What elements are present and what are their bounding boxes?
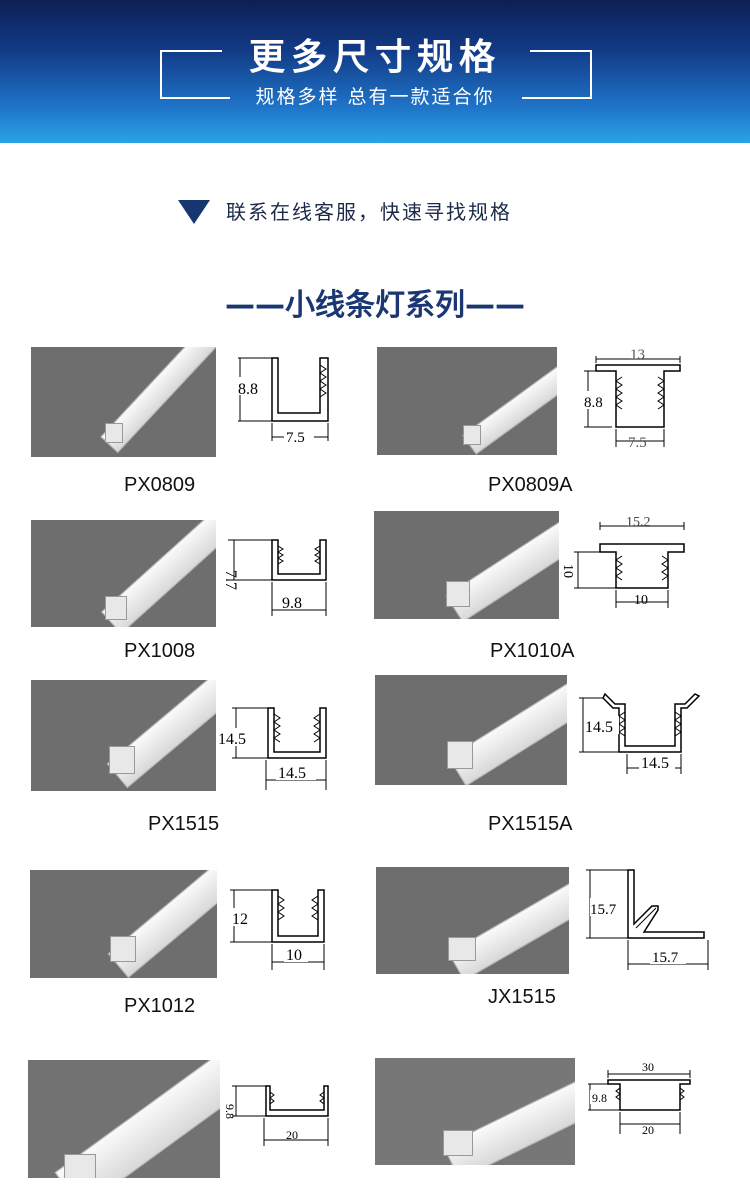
- product-model: PX1012: [124, 995, 196, 1017]
- profile-diagram: 12 10: [222, 884, 342, 974]
- profile-diagram: 15.2 10 10: [560, 514, 690, 614]
- banner-subtitle: 规格多样 总有一款适合你: [255, 86, 495, 108]
- dimension-height: 8.8: [584, 395, 603, 411]
- banner-frame-left: [160, 50, 162, 98]
- dimension-top-width: 13: [630, 347, 645, 363]
- dimension-height: 12: [232, 911, 248, 928]
- series-title: ——小线条灯系列——: [225, 288, 525, 323]
- dimension-height: 14.5: [218, 731, 246, 748]
- banner-frame-bottom-right: [522, 97, 592, 99]
- banner-frame-top-left: [160, 50, 222, 52]
- product-model: PX0809: [124, 474, 196, 496]
- header-banner: 更多尺寸规格 规格多样 总有一款适合你: [0, 0, 750, 143]
- banner-frame-right: [590, 50, 592, 98]
- dimension-height: 14.5: [585, 719, 613, 736]
- dimension-top-width: 30: [642, 1060, 654, 1074]
- product-photo: [31, 520, 216, 627]
- product-photo: [374, 511, 559, 619]
- dimension-width: 14.5: [641, 755, 669, 772]
- dimension-height: 9.8: [224, 1104, 237, 1119]
- profile-diagram: 30 9.8 20: [586, 1060, 696, 1140]
- dimension-height: 7.7: [222, 570, 239, 590]
- dimension-height: 15.7: [590, 902, 617, 918]
- dimension-width: 14.5: [278, 765, 306, 782]
- product-model: PX0809A: [488, 474, 573, 496]
- dimension-width: 10: [634, 593, 648, 608]
- dimension-width: 20: [642, 1123, 654, 1137]
- dimension-width: 10: [286, 947, 302, 964]
- dimension-top-width: 15.2: [626, 515, 651, 530]
- product-photo: [375, 675, 567, 785]
- product-model: JX1515: [488, 986, 556, 1008]
- product-photo: [375, 1058, 575, 1165]
- dimension-width: 7.5: [628, 435, 647, 451]
- product-photo: [31, 347, 216, 457]
- dimension-width: 7.5: [286, 430, 305, 446]
- banner-frame-top-right: [530, 50, 592, 52]
- dimension-height: 9.8: [592, 1091, 607, 1105]
- product-model: PX1515: [148, 813, 220, 835]
- triangle-down-icon: [178, 200, 210, 224]
- profile-diagram: 15.7 15.7: [584, 866, 714, 976]
- dimension-height: 10: [560, 564, 575, 578]
- banner-frame-bottom-left: [160, 97, 230, 99]
- product-model: PX1008: [124, 640, 196, 662]
- product-photo: [30, 870, 217, 978]
- product-photo: [28, 1060, 220, 1178]
- product-photo: [377, 347, 557, 455]
- banner-title: 更多尺寸规格: [248, 37, 501, 78]
- profile-diagram: 8.8 13 7.5: [582, 343, 692, 453]
- profile-diagram: 14.5 14.5: [575, 688, 705, 778]
- product-photo: [31, 680, 216, 791]
- product-model: PX1010A: [490, 640, 575, 662]
- dimension-width: 15.7: [652, 950, 679, 966]
- profile-diagram: 9.8 20: [224, 1078, 344, 1156]
- dimension-height: 8.8: [238, 381, 258, 398]
- profile-diagram: 14.5 14.5: [218, 700, 338, 795]
- dimension-width: 20: [286, 1128, 298, 1142]
- product-model: PX1515A: [488, 813, 573, 835]
- product-photo: [376, 867, 569, 974]
- profile-diagram: 7.7 9.8: [220, 528, 350, 623]
- profile-diagram: 8.8 7.5: [220, 353, 350, 448]
- contact-service-text: 联系在线客服，快速寻找规格: [226, 200, 512, 224]
- contact-service-row[interactable]: 联系在线客服，快速寻找规格: [0, 196, 750, 226]
- dimension-width: 9.8: [282, 595, 302, 612]
